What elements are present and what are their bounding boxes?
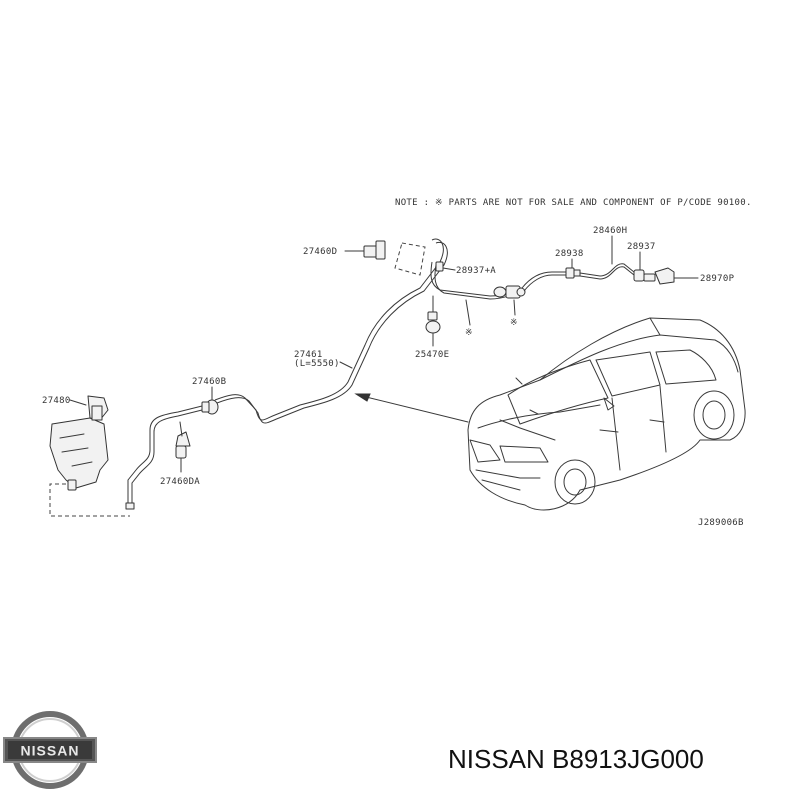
hose-end-cap [125, 502, 135, 510]
nozzle-dashed-outline [394, 242, 426, 276]
tank-hose-dashed-link [49, 483, 130, 517]
callout-25470e: 25470E [415, 350, 449, 360]
joint-connector [493, 285, 526, 299]
callout-28970p: 28970P [700, 274, 735, 284]
mark-not-for-sale-1: ※ [465, 328, 473, 338]
drawing-code: J289006B [698, 518, 744, 528]
leader-mark1 [465, 299, 471, 326]
direction-arrow [354, 393, 469, 423]
connector-27460d [359, 240, 386, 260]
connector-27460b [201, 399, 219, 415]
callout-28938: 28938 [555, 249, 584, 259]
leader-27480 [69, 399, 87, 406]
callout-27460b: 27460B [192, 377, 226, 387]
footer-brand: NISSAN [448, 744, 545, 774]
check-valve-25470e [425, 295, 441, 334]
washer-tank-27480 [49, 395, 109, 491]
fitting-28938 [565, 267, 581, 279]
callout-28460h: 28460H [593, 226, 627, 236]
leader-mark2 [513, 299, 516, 316]
leader-28937a [442, 267, 456, 271]
callout-27460da: 27460DA [160, 477, 200, 487]
leader-27461 [339, 361, 353, 369]
nissan-logo: NISSAN [3, 711, 97, 789]
callout-28937a: 28937+A [456, 266, 496, 276]
note-text: NOTE : ※ PARTS ARE NOT FOR SALE AND COMP… [395, 198, 752, 208]
callout-27461-length: (L=5550) [294, 359, 340, 369]
callout-28937: 28937 [627, 242, 656, 252]
vehicle-illustration [467, 317, 746, 511]
callout-27461: 27461 [294, 350, 323, 360]
nozzle-28970p [643, 267, 675, 285]
clip-28937 [633, 269, 645, 282]
callout-27460d: 27460D [303, 247, 337, 257]
hose-28460h [579, 263, 635, 277]
connector-27460da [175, 421, 191, 459]
hose-27461 [214, 238, 444, 421]
footer-part-number: B8913JG000 [552, 744, 704, 774]
hose-lower [127, 405, 203, 505]
clip-28937a [435, 261, 444, 272]
hose-right [521, 271, 566, 289]
mark-not-for-sale-2: ※ [510, 318, 518, 328]
logo-lettering: NISSAN [21, 743, 80, 759]
callout-27480: 27480 [42, 396, 71, 406]
part-number-caption: NISSAN B8913JG000 [448, 744, 704, 775]
